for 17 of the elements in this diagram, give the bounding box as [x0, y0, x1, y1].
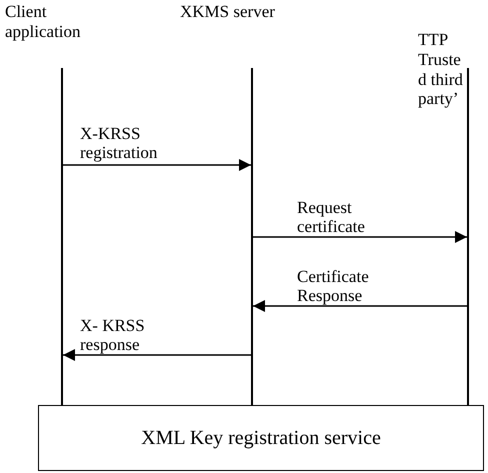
- participant-label: XKMS server: [180, 2, 276, 22]
- lifeline: [61, 68, 63, 405]
- message-arrow: [253, 300, 467, 312]
- message-arrow: [63, 159, 251, 171]
- message-arrow: [63, 349, 251, 361]
- participant-label: Truste d third party’: [418, 50, 464, 109]
- lifeline: [467, 68, 469, 405]
- edge-label: X-KRSS registration: [80, 125, 158, 162]
- service-box: [38, 405, 484, 471]
- service-label: XML Key registration service: [141, 426, 381, 450]
- lifeline: [251, 68, 253, 405]
- edge-label: Request certificate: [297, 199, 366, 236]
- edge-label: Certificate Response: [297, 268, 370, 306]
- participant-label: Client application: [5, 2, 82, 42]
- edge-label: X- KRSS response: [80, 317, 146, 354]
- message-arrow: [253, 231, 467, 243]
- participant-label: TTP: [418, 30, 450, 50]
